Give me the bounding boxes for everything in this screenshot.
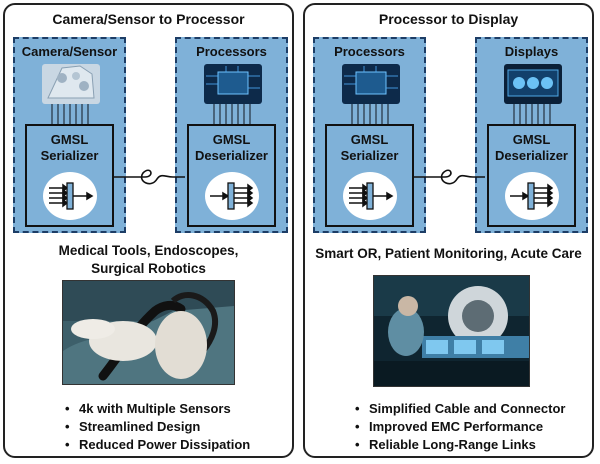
chip-label-line2: Serializer: [340, 148, 399, 163]
chip-label-line2: Serializer: [40, 148, 99, 163]
processors-unit: Processors GMSL Serializer: [313, 37, 426, 233]
gmsl-serializer-chip: GMSL Serializer: [325, 124, 414, 227]
panel-camera-to-processor: Camera/Sensor to Processor Camera/Sensor…: [3, 3, 294, 458]
processors-unit: Processors GMSL Deserializer: [175, 37, 288, 233]
serializer-arrows-icon: [349, 182, 394, 210]
unit-label: Processors: [196, 44, 267, 59]
deserializer-symbol: [205, 172, 259, 220]
panel-title: Camera/Sensor to Processor: [52, 11, 245, 27]
deserializer-arrows-icon: [210, 182, 254, 210]
list-item: Simplified Cable and Connector: [355, 400, 565, 418]
processor-chip-icon: [204, 64, 262, 126]
chip-label-line1: GMSL: [50, 132, 89, 147]
camera-sensor-icon: [42, 64, 100, 126]
list-item: Reduced Power Dissipation: [65, 436, 250, 454]
chip-label-line1: GMSL: [512, 132, 551, 147]
panel-processor-to-display: Processor to Display Processors GMSL Ser…: [303, 3, 594, 458]
gmsl-cable-link: [114, 169, 185, 185]
operating-room-photo: [373, 275, 530, 387]
list-item: Streamlined Design: [65, 418, 250, 436]
chip-label-line2: Deserializer: [195, 148, 268, 163]
endoscope-photo: [62, 280, 235, 385]
gmsl-deserializer-chip: GMSL Deserializer: [487, 124, 576, 227]
deserializer-arrows-icon: [510, 182, 554, 210]
deserializer-symbol: [505, 172, 559, 220]
list-item: Reliable Long-Range Links: [355, 436, 565, 454]
serializer-arrows-icon: [49, 182, 94, 210]
list-item: Improved EMC Performance: [355, 418, 565, 436]
gmsl-cable-link: [414, 169, 485, 185]
camera-sensor-unit: Camera/Sensor GMSL Serializer: [13, 37, 126, 233]
displays-unit: Displays GMSL Deserializer: [475, 37, 588, 233]
unit-label: Processors: [334, 44, 405, 59]
serializer-symbol: [43, 172, 97, 220]
unit-label: Camera/Sensor: [21, 44, 118, 59]
benefit-list: Simplified Cable and Connector Improved …: [355, 400, 565, 454]
benefit-list: 4k with Multiple Sensors Streamlined Des…: [65, 400, 250, 454]
serializer-symbol: [343, 172, 397, 220]
processor-chip-icon: [342, 64, 400, 126]
use-case-caption-line1: Medical Tools, Endoscopes,: [58, 243, 239, 258]
display-monitor-icon: [504, 64, 562, 126]
panel-title: Processor to Display: [378, 11, 519, 27]
unit-label: Displays: [504, 44, 559, 59]
chip-label-line2: Deserializer: [495, 148, 568, 163]
chip-label-line1: GMSL: [350, 132, 389, 147]
list-item: 4k with Multiple Sensors: [65, 400, 250, 418]
use-case-caption-line1: Smart OR, Patient Monitoring, Acute Care: [315, 246, 582, 261]
chip-label-line1: GMSL: [212, 132, 251, 147]
gmsl-serializer-chip: GMSL Serializer: [25, 124, 114, 227]
gmsl-deserializer-chip: GMSL Deserializer: [187, 124, 276, 227]
use-case-caption-line2: Surgical Robotics: [91, 261, 206, 276]
